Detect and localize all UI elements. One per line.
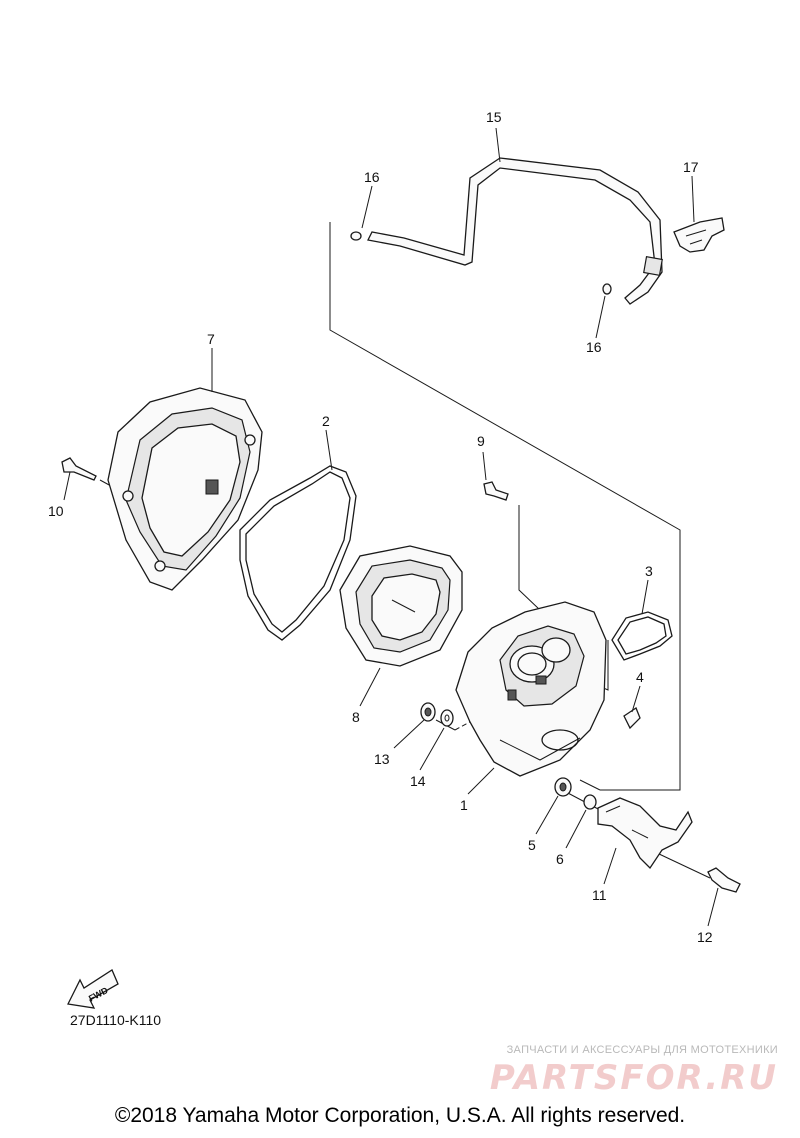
hose-clip-part-16-lower <box>602 283 612 295</box>
fwd-arrow-icon: FWD <box>67 969 119 1009</box>
callout-3: 3 <box>645 563 653 579</box>
callout-13: 13 <box>374 751 390 767</box>
callout-9: 9 <box>477 433 485 449</box>
filter-element-part-8 <box>339 545 463 667</box>
callout-6: 6 <box>556 851 564 867</box>
gasket-part-3 <box>611 611 673 661</box>
watermark-logo: PARTSFOR.RU <box>489 1058 778 1098</box>
callout-10: 10 <box>48 503 64 519</box>
bolt-part-12 <box>707 867 741 893</box>
callout-16-lower: 16 <box>586 339 602 355</box>
callout-2: 2 <box>322 413 330 429</box>
callout-7: 7 <box>207 331 215 347</box>
callout-11: 11 <box>592 887 607 903</box>
grommet-part-5 <box>554 777 572 797</box>
callout-16-upper: 16 <box>364 169 380 185</box>
screw-part-9 <box>483 481 509 501</box>
screw-part-10 <box>61 457 97 481</box>
breather-hose-part-15 <box>367 157 663 305</box>
hose-holder-part-17 <box>673 217 725 253</box>
callout-8: 8 <box>352 709 360 725</box>
copyright-notice: ©2018 Yamaha Motor Corporation, U.S.A. A… <box>114 1104 686 1127</box>
collar-part-6 <box>583 794 597 810</box>
watermark-tagline: ЗАПЧАСТИ И АКСЕССУАРЫ ДЛЯ МОТОТЕХНИКИ <box>506 1044 778 1056</box>
gasket-part-2 <box>239 465 357 641</box>
hose-clip-part-16-upper <box>350 231 362 241</box>
washer-part-14 <box>440 709 454 727</box>
case-cover-part-7 <box>107 387 263 591</box>
diagram-code: 27D1110-K110 <box>70 1012 162 1028</box>
bracket-part-11 <box>597 797 693 870</box>
callout-5: 5 <box>528 837 536 853</box>
leader-lines <box>63 127 719 927</box>
callout-17: 17 <box>683 159 699 175</box>
callout-1: 1 <box>460 797 468 813</box>
air-filter-case-part-1 <box>455 601 607 777</box>
callout-12: 12 <box>697 929 713 945</box>
callout-14: 14 <box>410 773 426 789</box>
nut-part-13 <box>420 702 436 722</box>
callout-15: 15 <box>486 109 502 125</box>
callout-4: 4 <box>636 669 644 685</box>
